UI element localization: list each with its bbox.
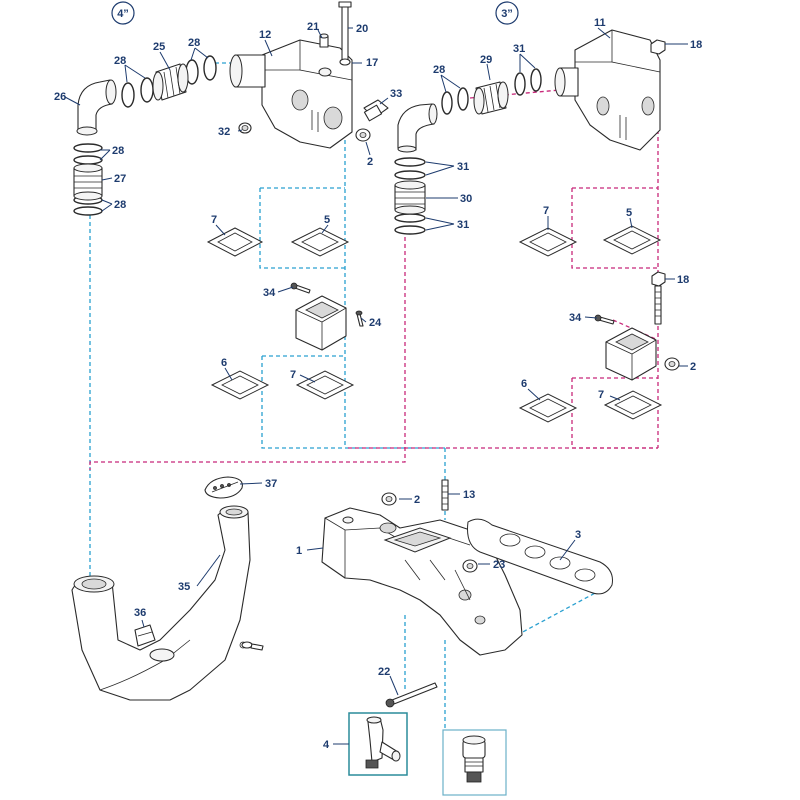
part-36-bracket <box>134 624 156 647</box>
callout-36: 36 <box>134 607 146 619</box>
callout-20: 20 <box>356 23 368 35</box>
part-22-bolt <box>385 682 438 708</box>
part-31-clamps-right <box>394 157 426 235</box>
callout-31: 31 <box>513 43 525 55</box>
part-7-gasket-c <box>518 227 578 257</box>
callout-13: 13 <box>463 489 475 501</box>
part-spacer-left <box>295 295 347 351</box>
size-label-4in: 4” <box>111 1 135 25</box>
part-12-exhaust-elbow <box>229 39 353 149</box>
part-25-hose <box>152 63 189 101</box>
part-28-clamps-top-right <box>441 87 469 115</box>
callout-3: 3 <box>575 529 581 541</box>
callout-2: 2 <box>414 494 420 506</box>
callout-5: 5 <box>324 214 330 226</box>
callout-2: 2 <box>367 156 373 168</box>
callout-12: 12 <box>259 29 271 41</box>
part-plug-inset <box>442 729 507 796</box>
part-35-exhaust-pipe <box>71 505 251 701</box>
callout-6: 6 <box>221 357 227 369</box>
part-3-gasket <box>467 518 613 595</box>
size-label-3in: 3” <box>495 1 519 25</box>
part-29-hose <box>473 81 509 115</box>
callout-34: 34 <box>263 287 276 299</box>
part-18-nut-mid <box>651 271 666 287</box>
callout-31: 31 <box>457 161 469 173</box>
callout-37: 37 <box>265 478 277 490</box>
part-34-bolt-left <box>290 282 311 294</box>
callout-28: 28 <box>112 145 124 157</box>
part-26-elbow <box>76 79 117 136</box>
callout-26: 26 <box>54 91 66 103</box>
callout-1: 1 <box>296 545 302 557</box>
part-2-cap-top <box>355 128 371 142</box>
part-37-flapper <box>204 476 243 499</box>
part-4-inset <box>348 712 408 776</box>
callout-18: 18 <box>690 39 702 51</box>
callout-11: 11 <box>594 17 606 29</box>
callout-23: 23 <box>493 559 505 571</box>
part-17-washer <box>339 58 351 66</box>
part-24-bolt <box>355 310 364 327</box>
part-32-plug <box>238 122 252 134</box>
callout-6: 6 <box>521 378 527 390</box>
part-screw-pipe <box>241 641 264 651</box>
part-7-gasket-b <box>295 370 355 400</box>
callout-33: 33 <box>390 88 402 100</box>
part-right-elbow-pipe <box>397 103 438 153</box>
part-18-nut-top <box>650 39 666 55</box>
callout-29: 29 <box>480 54 492 66</box>
part-31-clamps-top <box>514 68 542 96</box>
callout-34: 34 <box>569 312 582 324</box>
part-30-hose <box>394 180 426 215</box>
callout-32: 32 <box>218 126 230 138</box>
part-5-gasket-a <box>290 227 350 257</box>
part-6-gasket-a <box>210 370 270 400</box>
part-5-gasket-b <box>602 225 662 255</box>
callout-7: 7 <box>543 205 549 217</box>
callout-7: 7 <box>211 214 217 226</box>
callout-7: 7 <box>290 369 296 381</box>
part-27-hose <box>73 163 103 201</box>
callout-28: 28 <box>188 37 200 49</box>
callout-28: 28 <box>433 64 445 76</box>
callout-2: 2 <box>690 361 696 373</box>
part-7-gasket-a <box>206 227 264 257</box>
part-2-cap-right <box>664 357 680 371</box>
callout-31: 31 <box>457 219 469 231</box>
callout-24: 24 <box>369 317 382 329</box>
callout-28: 28 <box>114 199 126 211</box>
callout-21: 21 <box>307 21 319 33</box>
callout-27: 27 <box>114 173 126 185</box>
part-7-gasket-d <box>603 390 663 420</box>
callout-30: 30 <box>460 193 472 205</box>
part-11-exhaust-elbow <box>554 29 661 151</box>
callout-7: 7 <box>598 389 604 401</box>
part-6-gasket-b <box>518 393 578 423</box>
part-23-cap <box>462 559 478 573</box>
part-33-fitting <box>363 99 389 122</box>
callout-28: 28 <box>114 55 126 67</box>
callout-numbers: 25 28 28 26 28 27 28 12 21 20 17 32 33 2… <box>54 17 702 751</box>
part-13-stud <box>441 479 449 511</box>
callout-5: 5 <box>626 207 632 219</box>
callout-4: 4 <box>323 739 330 751</box>
callout-25: 25 <box>153 41 165 53</box>
callout-17: 17 <box>366 57 378 69</box>
callout-35: 35 <box>178 581 190 593</box>
callout-18: 18 <box>677 274 689 286</box>
part-stud-right <box>654 285 662 325</box>
callout-leaders <box>64 27 688 745</box>
part-spacer-right <box>605 327 657 381</box>
part-2-cap-manifold <box>381 492 397 506</box>
part-34-bolt-right <box>594 314 615 325</box>
blue-assembly-lines <box>89 62 611 730</box>
svg-text:4”: 4” <box>117 8 129 20</box>
callout-22: 22 <box>378 666 390 678</box>
svg-text:3”: 3” <box>501 8 513 20</box>
part-21-plug <box>319 33 329 48</box>
